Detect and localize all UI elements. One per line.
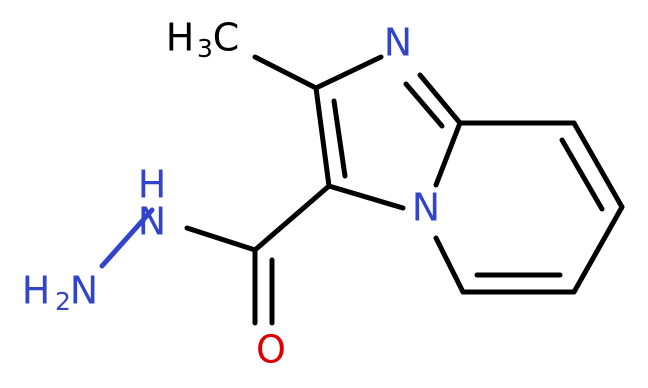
bond-c5-n4 — [433, 235, 466, 295]
bond-n-n — [99, 207, 155, 269]
atom-nh2-h-label: H — [22, 269, 51, 313]
pyridine-ring — [433, 120, 625, 295]
atom-methyl-h-label: H — [166, 16, 195, 60]
atom-methyl-c-label: C — [213, 16, 240, 60]
bond-c2-c3 — [313, 85, 332, 189]
bond-c8a-n1 — [417, 72, 463, 126]
bond-c8a-n4 — [433, 120, 463, 188]
imidazole-ring — [313, 54, 463, 211]
bond-c7-c6 — [571, 204, 625, 295]
bond-n1-c2 — [313, 54, 384, 91]
atom-n1-label: N — [384, 21, 412, 65]
bond-c8-c7-inner — [559, 137, 605, 212]
atom-n4-label: N — [412, 186, 440, 230]
atom-nh2-n-label: N — [70, 269, 98, 313]
bond-c3-n4 — [326, 183, 406, 211]
atom-nh2-subscript: 2 — [55, 287, 71, 316]
bond-carbonyl-nh — [184, 225, 258, 253]
bond-c2-c3-inner — [331, 98, 348, 179]
carbohydrazide-group — [99, 183, 332, 326]
atom-nh-n-label: N — [138, 200, 166, 244]
atom-nh-h-label: H — [138, 163, 167, 207]
atom-o-label: O — [256, 328, 286, 372]
bond-c8-c7 — [571, 120, 625, 210]
bond-c8a-n1-inner — [403, 81, 445, 129]
bond-c3-carbonyl — [252, 183, 332, 253]
atom-methyl-subscript: 3 — [197, 34, 213, 63]
bond-c2-methyl — [252, 54, 319, 91]
